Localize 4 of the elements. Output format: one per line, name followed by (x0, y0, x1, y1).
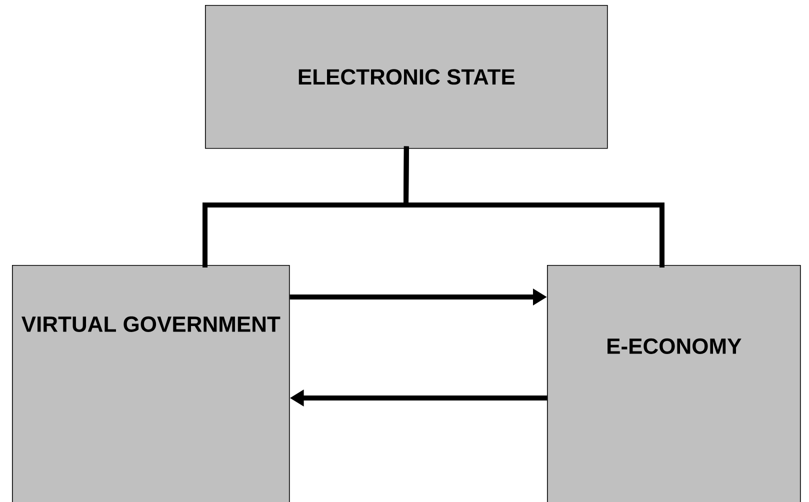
process-box: ELECTRONIC STATE (205, 5, 608, 149)
process-box: E-ECONOMY (547, 265, 801, 502)
connector-line (403, 146, 664, 268)
process-box: VIRTUAL GOVERNMENT (12, 265, 290, 502)
